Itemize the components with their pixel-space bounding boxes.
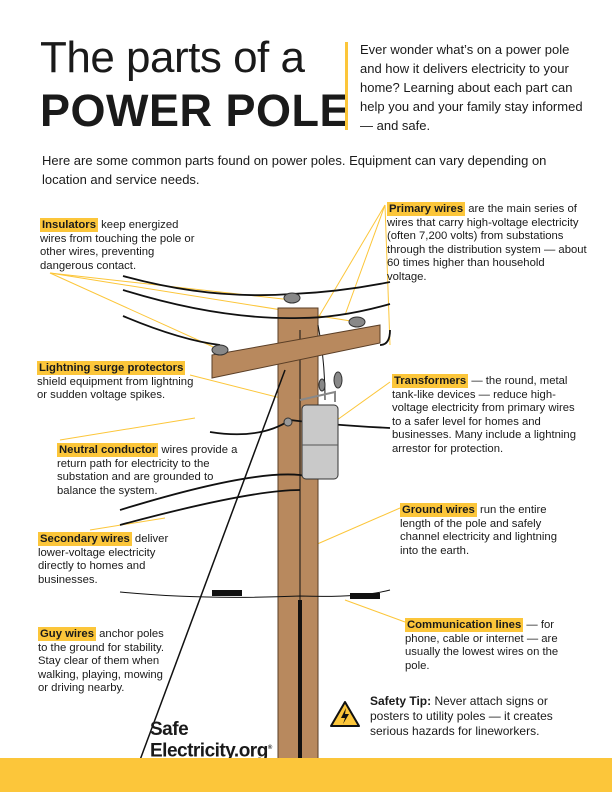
callout-text: run the entire length of the pole and sa… — [400, 504, 557, 557]
callout-guy-wires: Guy wires anchor poles to the ground for… — [38, 627, 173, 696]
safety-tip-text: Never attach signs or posters to utility… — [370, 694, 553, 738]
lightning-warning-icon — [330, 701, 360, 727]
callout-label: Lightning surge protectors — [37, 361, 186, 375]
callout-label: Secondary wires — [38, 532, 132, 546]
callout-label: Neutral conductor — [57, 443, 159, 457]
subheading: Here are some common parts found on powe… — [42, 153, 547, 187]
callout-insulators: Insulators keep energized wires from tou… — [40, 218, 205, 273]
callout-label: Communication lines — [405, 618, 524, 632]
callout-label: Guy wires — [38, 627, 96, 641]
title-line-1: The parts of a — [40, 33, 305, 82]
callout-text: — the round, metal tank-like devices — r… — [392, 375, 576, 455]
callout-label: Primary wires — [387, 202, 466, 216]
callout-communication-lines: Communication lines — for phone, cable o… — [405, 618, 580, 673]
accent-divider — [345, 42, 348, 130]
callout-text: wires provide a return path for electric… — [57, 444, 238, 497]
safety-tip: Safety Tip: Never attach signs or poster… — [370, 694, 590, 739]
callout-text: — for phone, cable or internet — are usu… — [405, 619, 559, 672]
callout-ground-wires: Ground wires run the entire length of th… — [400, 503, 570, 558]
logo-mark: ® — [267, 745, 272, 751]
footer-band — [0, 758, 612, 792]
callout-lightning-surge-protectors: Lightning surge protectors shield equipm… — [37, 361, 197, 403]
callout-secondary-wires: Secondary wires deliver lower-voltage el… — [38, 532, 178, 587]
callout-text: are the main series of wires that carry … — [387, 203, 587, 283]
callout-text: keep energized wires from touching the p… — [40, 219, 195, 272]
intro-text: Ever wonder what’s on a power pole and h… — [360, 42, 583, 133]
callout-label: Transformers — [392, 374, 469, 388]
callout-text: shield equipment from lightning or sudde… — [37, 375, 194, 402]
safety-tip-label: Safety Tip: — [370, 694, 432, 708]
callout-text: anchor poles to the ground for stability… — [38, 628, 165, 695]
callout-label: Ground wires — [400, 503, 477, 517]
logo-line-2: Electricity.org — [150, 740, 268, 762]
callout-label: Insulators — [40, 218, 98, 232]
safe-electricity-logo: Safe Electricity.org® — [150, 720, 272, 760]
transformer — [301, 404, 339, 480]
logo-line-1: Safe — [150, 719, 189, 740]
callout-neutral-conductor: Neutral conductor wires provide a return… — [57, 443, 242, 498]
callout-primary-wires: Primary wires are the main series of wir… — [387, 202, 587, 285]
callout-transformers: Transformers — the round, metal tank-lik… — [392, 374, 587, 457]
title-line-2: POWER POLE — [40, 85, 351, 136]
callout-text: deliver lower-voltage electricity direct… — [38, 533, 169, 586]
